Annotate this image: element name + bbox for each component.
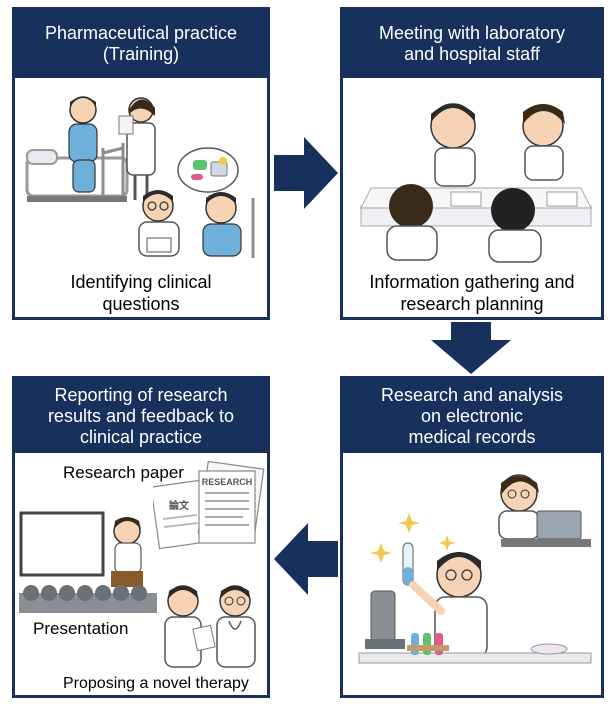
panel-caption: Identifying clinical questions bbox=[15, 271, 267, 315]
presentation-illustration bbox=[19, 511, 157, 613]
pharmacist-with-patient-illustration bbox=[25, 96, 255, 258]
arrow-down bbox=[431, 322, 511, 374]
staff-meeting-illustration bbox=[360, 103, 592, 263]
panel-header: Reporting of research results and feedba… bbox=[15, 379, 267, 453]
panel-header: Meeting with laboratory and hospital sta… bbox=[343, 10, 601, 78]
paper-heading-text: RESEARCH bbox=[202, 477, 253, 487]
paper-kanji-text: 論文 bbox=[169, 499, 190, 512]
doctors-discussing-illustration bbox=[164, 585, 256, 668]
label-research-paper: Research paper bbox=[63, 463, 184, 482]
panel-reporting-results: Reporting of research results and feedba… bbox=[12, 376, 270, 698]
research-paper-illustration: RESEARCH 論文 bbox=[153, 461, 265, 550]
panel-caption-line: research planning bbox=[400, 294, 544, 314]
researcher-in-lab-illustration bbox=[358, 474, 592, 664]
panel-caption-line: Information gathering and bbox=[369, 272, 575, 292]
arrow-right bbox=[274, 137, 338, 209]
panel-header: Research and analysis on electronic medi… bbox=[343, 379, 601, 453]
label-presentation: Presentation bbox=[33, 619, 129, 638]
panel-title-line: on electronic bbox=[420, 405, 524, 426]
panel-meeting-with-staff: Meeting with laboratory and hospital sta… bbox=[340, 7, 604, 320]
panel-title-line: medical records bbox=[408, 426, 536, 447]
panel-title-line: results and feedback to bbox=[47, 405, 235, 426]
panel-title-line: Research and analysis bbox=[380, 384, 564, 405]
panel-caption-line: Identifying clinical bbox=[70, 272, 212, 292]
panel-title-line: and hospital staff bbox=[404, 44, 540, 64]
panel-title-line: clinical practice bbox=[79, 426, 203, 447]
panel-title-line: (Training) bbox=[102, 44, 180, 64]
panel-caption: Information gathering and research plann… bbox=[343, 271, 601, 315]
label-proposing-novel-therapy: Proposing a novel therapy bbox=[63, 675, 249, 692]
panel-caption-line: questions bbox=[102, 294, 180, 314]
panel-research-and-analysis: Research and analysis on electronic medi… bbox=[340, 376, 604, 698]
panel-pharmaceutical-practice: Pharmaceutical practice (Training) bbox=[12, 7, 270, 320]
panel-title-line: Pharmaceutical practice bbox=[44, 23, 238, 43]
arrow-left bbox=[274, 523, 338, 595]
panel-title-line: Meeting with laboratory bbox=[378, 23, 566, 43]
panel-header: Pharmaceutical practice (Training) bbox=[15, 10, 267, 78]
panel-title-line: Reporting of research bbox=[54, 384, 228, 405]
